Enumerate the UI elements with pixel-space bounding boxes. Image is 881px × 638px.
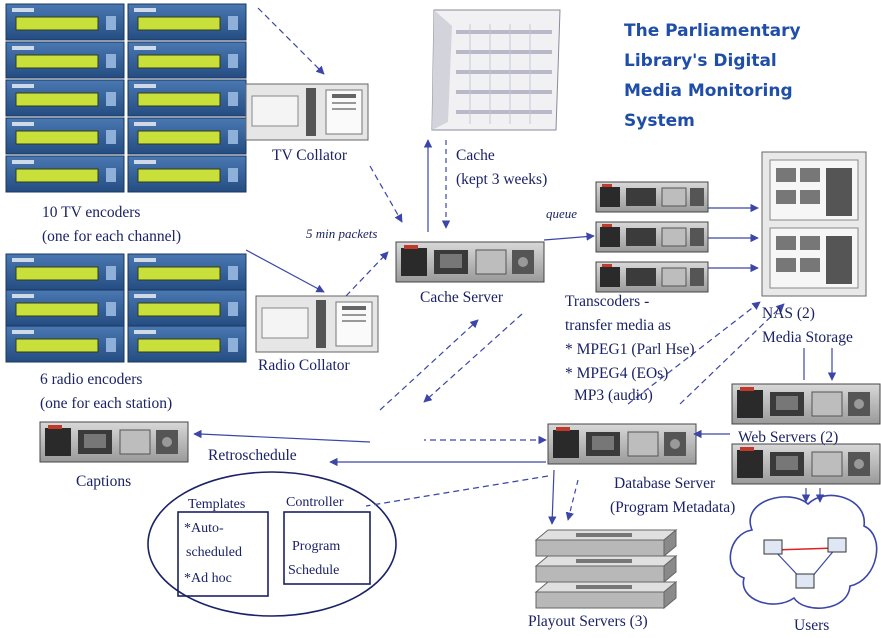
transcoders-line-5: MP3 (audio) — [574, 387, 653, 404]
cache-sublabel: (kept 3 weeks) — [456, 171, 547, 188]
program-label: Program — [292, 539, 340, 554]
cache-storage-device — [431, 9, 561, 131]
templates-item-3: *Ad hoc — [184, 571, 232, 586]
users-cloud — [729, 494, 878, 609]
database-server-sublabel: (Program Metadata) — [610, 499, 735, 516]
queue-label: queue — [546, 206, 577, 221]
connector-lines — [193, 7, 837, 525]
nas-sublabel: Media Storage — [762, 329, 853, 346]
title-line-1: The Parliamentary — [624, 21, 801, 41]
transcoders-line-1: Transcoders - — [565, 293, 649, 310]
templates-label: Templates — [188, 497, 245, 512]
schedule-label: Schedule — [288, 563, 339, 578]
min-packets-label: 5 min packets — [306, 226, 377, 241]
radio-collator-device — [255, 295, 379, 353]
radio-encoders-sublabel: (one for each station) — [40, 395, 172, 412]
tv-encoders-stack — [5, 3, 247, 193]
web-servers-label: Web Servers (2) — [738, 429, 838, 446]
transcoders-line-2: transfer media as — [565, 317, 671, 334]
nas-label: NAS (2) — [762, 305, 815, 322]
tv-encoders-sublabel: (one for each channel) — [42, 228, 181, 245]
captions-label: Captions — [76, 473, 131, 490]
title-line-4: System — [624, 111, 695, 131]
transcoders-line-4: * MPEG4 (EOs) — [565, 365, 668, 382]
playout-servers-devices — [535, 529, 677, 609]
controller-label: Controller — [286, 495, 344, 510]
users-label: Users — [794, 617, 829, 634]
database-server-device — [547, 423, 697, 465]
playout-servers-label: Playout Servers (3) — [528, 613, 648, 630]
tv-encoders-label: 10 TV encoders — [42, 204, 140, 221]
title-line-3: Media Monitoring — [624, 81, 793, 101]
cache-server-device — [395, 241, 545, 283]
retroschedule-label: Retroschedule — [208, 447, 297, 464]
templates-item-1: *Auto- — [184, 521, 224, 536]
radio-collator-label: Radio Collator — [258, 357, 351, 374]
system-title: The Parliamentary Library's Digital Medi… — [624, 21, 801, 131]
radio-encoders-stack — [5, 253, 247, 363]
transcoders-devices — [595, 181, 709, 293]
title-line-2: Library's Digital — [624, 51, 777, 71]
captions-server-device — [39, 421, 189, 463]
tv-collator-label: TV Collator — [272, 147, 348, 164]
templates-item-2: scheduled — [186, 545, 242, 560]
radio-encoders-label: 6 radio encoders — [40, 371, 142, 388]
cache-label: Cache — [456, 147, 495, 164]
cache-server-label: Cache Server — [420, 289, 504, 306]
tv-collator-device — [245, 83, 369, 141]
scheduling-ellipse — [147, 471, 397, 617]
nas-device — [761, 151, 867, 297]
transcoders-line-3: * MPEG1 (Parl Hse) — [565, 341, 695, 358]
database-server-label: Database Server — [614, 475, 716, 492]
